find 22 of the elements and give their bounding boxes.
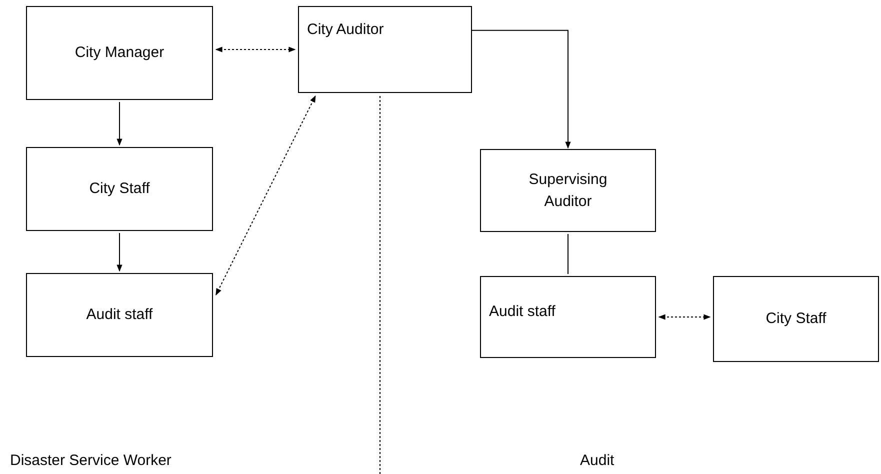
box-label: Audit staff	[86, 305, 153, 325]
process-box	[713, 276, 879, 362]
box-label: Audit staff	[489, 302, 556, 322]
arrow	[472, 30, 571, 149]
arrow	[116, 102, 122, 146]
section-label: Disaster Service Worker	[10, 451, 172, 471]
box-label: City Manager	[74, 43, 164, 63]
arrow	[215, 46, 296, 52]
box-label: Supervising Auditor	[528, 170, 608, 212]
section-label: Audit	[580, 451, 614, 471]
process-box	[298, 6, 472, 93]
process-box	[26, 6, 213, 100]
box-label: City Auditor	[307, 20, 384, 40]
box-label: City Staff	[766, 309, 826, 329]
process-box	[26, 147, 213, 231]
process-box	[480, 276, 656, 358]
arrow	[116, 232, 122, 272]
arrow	[658, 314, 711, 320]
arrow	[216, 95, 316, 296]
box-label: City Staff	[89, 179, 150, 199]
process-box	[480, 149, 656, 232]
process-box	[26, 273, 213, 357]
